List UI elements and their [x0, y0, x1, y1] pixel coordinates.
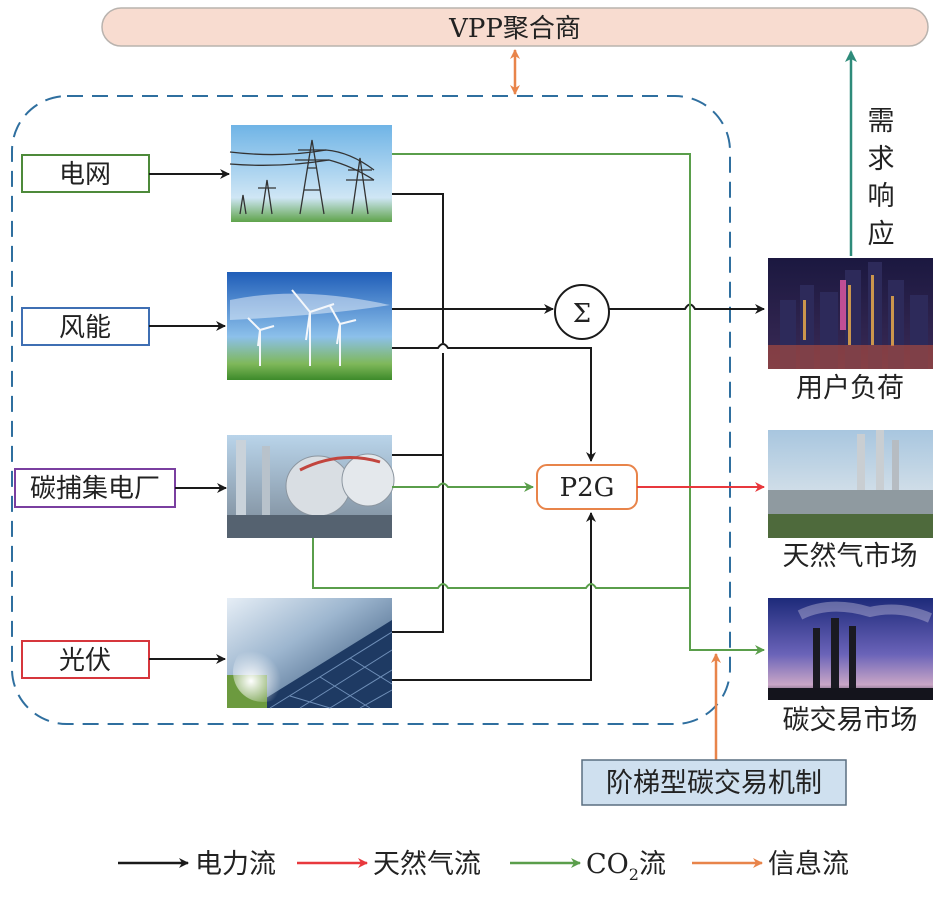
legend: 电力流 天然气流 CO2流 信息流	[118, 849, 849, 884]
user-load-label: 用户负荷	[796, 373, 904, 404]
wind-source-box: 风能	[21, 307, 150, 346]
pv-source-label: 光伏	[59, 646, 111, 676]
power-flow-lines	[392, 193, 765, 681]
svg-text:CO2流: CO2流	[586, 849, 666, 884]
grid-source-box: 电网	[21, 154, 150, 193]
demand-response-label: 需 求 响 应	[868, 106, 895, 250]
transmission-tower-image	[229, 125, 392, 222]
legend-item-info: 信息流	[692, 849, 849, 880]
legend-item-co2: CO2流	[510, 849, 666, 884]
svg-text:电力流: 电力流	[195, 849, 276, 880]
gas-refinery-image	[768, 430, 933, 538]
carbon-market-label: 碳交易市场	[783, 705, 918, 736]
ccs-source-label: 碳捕集电厂	[30, 474, 160, 504]
gas-market-label: 天然气市场	[783, 541, 918, 572]
sum-node: Σ	[554, 284, 610, 340]
smokestack-image	[768, 598, 933, 700]
grid-source-label: 电网	[59, 160, 111, 190]
svg-text:需: 需	[868, 106, 895, 137]
svg-text:信息流: 信息流	[768, 849, 849, 880]
svg-text:求: 求	[868, 144, 895, 175]
p2g-label: P2G	[560, 473, 615, 503]
p2g-node: P2G	[536, 464, 638, 510]
legend-item-gas: 天然气流	[297, 849, 481, 880]
vpp-aggregator: VPP聚合商	[101, 7, 929, 47]
ccs-source-box: 碳捕集电厂	[14, 468, 176, 508]
co2-flow-lines	[312, 153, 765, 655]
vpp-boundary	[11, 95, 731, 725]
svg-text:响: 响	[868, 181, 895, 212]
svg-text:应: 应	[868, 219, 895, 250]
svg-text:天然气流: 天然气流	[373, 849, 481, 880]
wind-turbine-image	[227, 272, 392, 380]
pv-source-box: 光伏	[21, 640, 150, 679]
city-night-image	[768, 258, 933, 369]
solar-panel-image	[227, 598, 393, 709]
legend-item-power: 电力流	[118, 849, 276, 880]
vpp-aggregator-label: VPP聚合商	[448, 14, 581, 44]
wind-source-label: 风能	[59, 313, 111, 343]
carbon-trading-mechanism-box: 阶梯型碳交易机制	[581, 759, 847, 806]
carbon-trading-mechanism-label: 阶梯型碳交易机制	[606, 768, 822, 799]
sum-symbol: Σ	[573, 299, 591, 329]
ccs-plant-image	[227, 435, 395, 538]
